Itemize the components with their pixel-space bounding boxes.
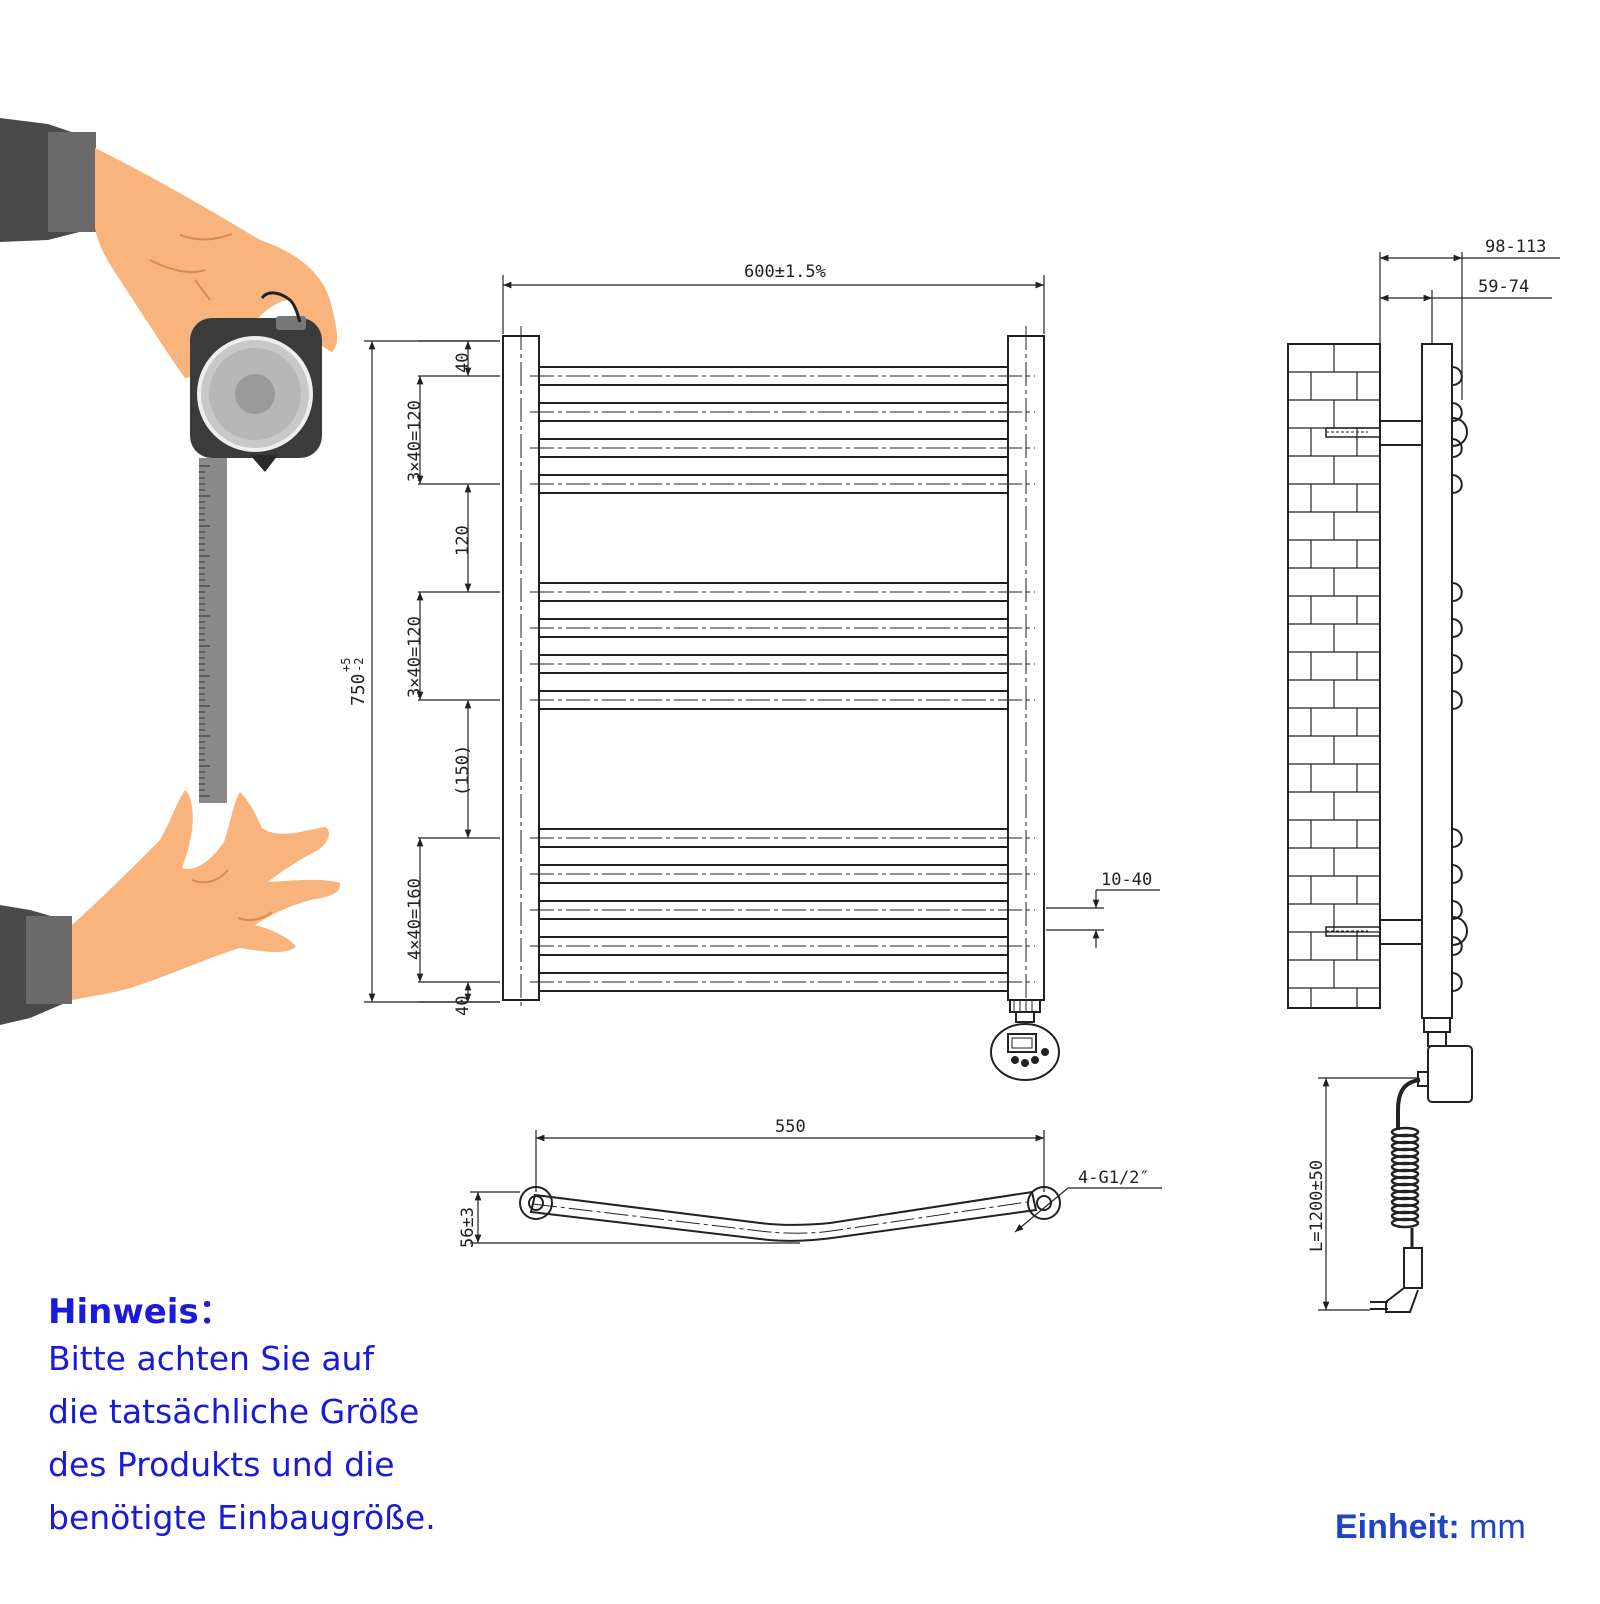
group2-label: 3×40=120 (405, 616, 425, 698)
bar-end-cap (1451, 438, 1463, 458)
top-view-dimensions (470, 1130, 1162, 1244)
bar-end-cap (1451, 618, 1463, 638)
gap2-label: (150) (453, 745, 473, 796)
top-view-profile (529, 1190, 1038, 1242)
bar-end-cap (1451, 864, 1463, 884)
wall-distance-1-label: 98-113 (1485, 237, 1546, 257)
front-dimensions (364, 275, 1160, 1003)
hands-measuring-tape-illustration (0, 118, 341, 1025)
height-tolerance-upper: +5 (339, 658, 353, 672)
front-dimension-labels: 600±1.5% 750 +5 -2 40 3×40=120 120 3×40=… (339, 262, 1152, 1016)
front-view (502, 326, 1060, 1081)
side-view (1287, 343, 1473, 1313)
bar-end-cap (1451, 690, 1463, 710)
side-view-dimensions (1318, 252, 1560, 1311)
depth-label: 56±3 (458, 1207, 478, 1248)
bottom-spacing-label: 40 (453, 996, 473, 1016)
note-line-3: des Produkts und die (48, 1445, 395, 1484)
heating-element-controller (990, 999, 1060, 1081)
bar-end-cap (1451, 972, 1463, 992)
note-line-4: benötigte Einbaugröße. (48, 1498, 436, 1537)
upper-hand (95, 148, 338, 378)
gap1-label: 120 (453, 525, 473, 556)
bar-end-cap (1451, 474, 1463, 494)
top-view (519, 1186, 1061, 1242)
height-label: 750 (348, 673, 369, 706)
horizontal-bars (530, 366, 1035, 992)
note-line-1: Bitte achten Sie auf (48, 1339, 375, 1378)
top-spacing-label: 40 (453, 353, 473, 373)
lower-hand (72, 790, 341, 1000)
wall-bracket-top (1325, 420, 1423, 446)
bar-end-cap (1451, 900, 1463, 920)
side-cable (1396, 1078, 1421, 1130)
bar-end-cap (1451, 366, 1463, 386)
connection-label: 4-G1/2″ (1078, 1168, 1150, 1188)
tape-measure-case (190, 291, 322, 472)
bar-end-cap (1451, 582, 1463, 602)
note-title: Hinweis： (48, 1292, 233, 1332)
bar-end-cap (1451, 402, 1463, 422)
unit-block: Einheit: mm (1335, 1508, 1526, 1547)
note-line-2: die tatsächliche Größe (48, 1392, 420, 1431)
bar-end-cap (1451, 936, 1463, 956)
note-block: Hinweis： Bitte achten Sie auf die tatsäc… (48, 1292, 436, 1544)
upper-cuff (48, 132, 96, 232)
lower-cuff (26, 916, 72, 1004)
offset-label: 10-40 (1101, 870, 1152, 890)
top-view-labels: 550 4-G1/2″ 56±3 (458, 1117, 1150, 1248)
side-vertical-tube (1421, 343, 1453, 1019)
wall-bracket-bottom (1325, 919, 1423, 945)
group3-label: 4×40=160 (405, 878, 425, 960)
bar-end-cap (1451, 654, 1463, 674)
bar-end-cap (1451, 828, 1463, 848)
power-plug (1370, 1247, 1423, 1313)
wall-distance-2-label: 59-74 (1478, 277, 1529, 297)
tape-blade (199, 458, 227, 803)
height-tolerance-lower: -2 (352, 658, 366, 672)
unit-value: mm (1469, 1508, 1526, 1546)
center-distance-label: 550 (775, 1117, 806, 1137)
side-heater (1417, 1017, 1473, 1103)
unit-label: Einheit: (1335, 1508, 1460, 1546)
group1-label: 3×40=120 (405, 400, 425, 482)
cable-length-label: L=1200±50 (1307, 1160, 1327, 1252)
side-view-labels: 98-113 59-74 L=1200±50 (1307, 237, 1546, 1252)
width-label: 600±1.5% (744, 262, 826, 282)
